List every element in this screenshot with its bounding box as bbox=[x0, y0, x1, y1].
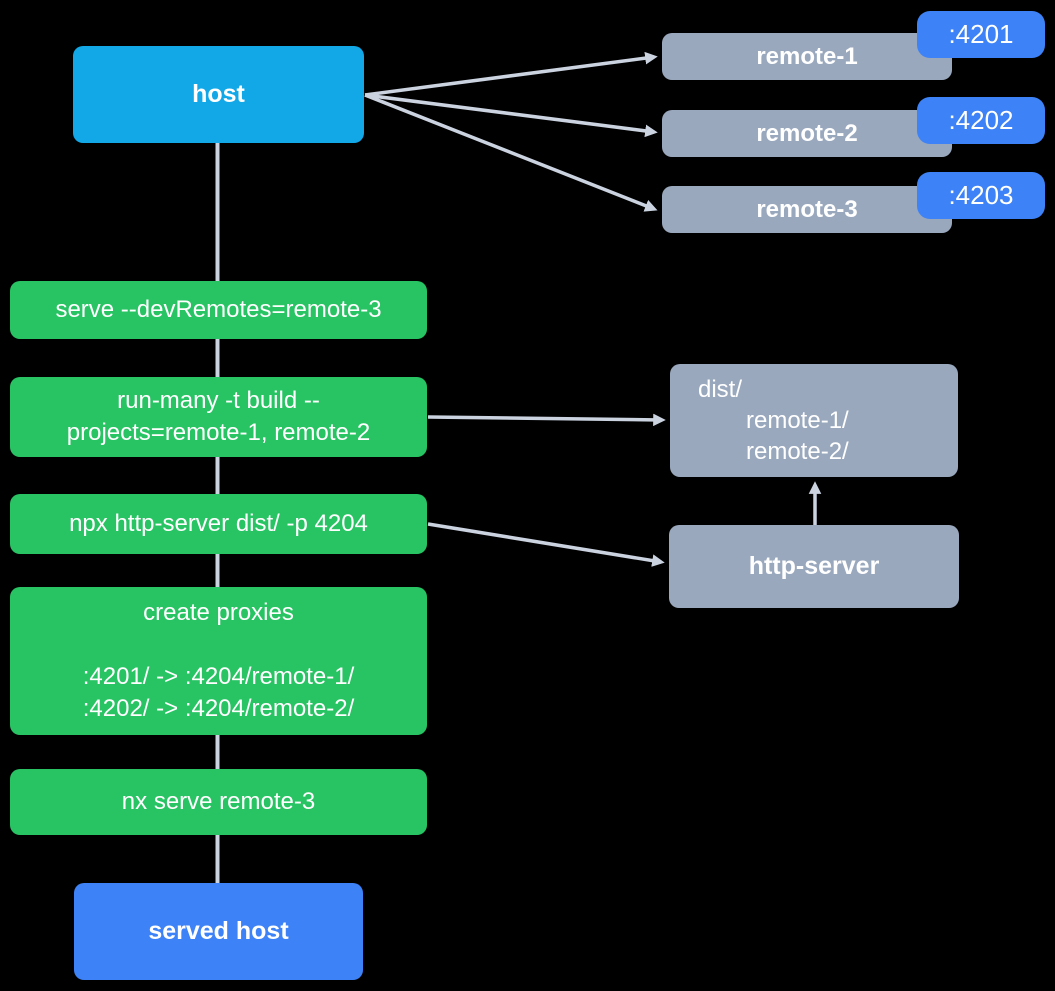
step-create-proxies: create proxies :4201/ -> :4204/remote-1/… bbox=[10, 587, 427, 735]
step-run-many-build-line-1: run-many -t build -- bbox=[117, 387, 320, 414]
port-badge-4202: :4202 bbox=[917, 97, 1045, 144]
port-badge-4202-label: :4202 bbox=[948, 105, 1014, 135]
arrow-host-to-remote-2 bbox=[364, 93, 658, 138]
port-badge-4203: :4203 bbox=[917, 172, 1045, 219]
step-serve-dev-remotes: serve --devRemotes=remote-3 bbox=[10, 281, 427, 339]
remote-3-label: remote-3 bbox=[756, 195, 858, 223]
http-server-node: http-server bbox=[669, 525, 959, 608]
step-nx-serve-remote-3: nx serve remote-3 bbox=[10, 769, 427, 835]
dist-folder-title: dist/ bbox=[698, 376, 743, 403]
remote-2-label: remote-2 bbox=[756, 119, 858, 147]
remote-1-node: remote-1 bbox=[662, 33, 952, 80]
step-run-many-build-line-2: projects=remote-1, remote-2 bbox=[66, 419, 371, 446]
step-npx-http-server-text: npx http-server dist/ -p 4204 bbox=[69, 510, 368, 537]
remote-3-node: remote-3 bbox=[662, 186, 952, 233]
dist-folder-node: dist/ remote-1/ remote-2/ bbox=[670, 364, 958, 477]
step-run-many-build: run-many -t build -- projects=remote-1, … bbox=[10, 377, 427, 457]
step-npx-http-server: npx http-server dist/ -p 4204 bbox=[10, 494, 427, 554]
port-badge-4201: :4201 bbox=[917, 11, 1045, 58]
step-nx-serve-remote-3-text: nx serve remote-3 bbox=[121, 788, 316, 815]
port-badge-4203-label: :4203 bbox=[948, 180, 1014, 210]
dist-folder-entry-remote-2: remote-2/ bbox=[746, 438, 849, 465]
step-create-proxies-map-2: :4202/ -> :4204/remote-2/ bbox=[82, 695, 355, 722]
step-create-proxies-spacer bbox=[10, 629, 427, 661]
port-badge-4201-label: :4201 bbox=[948, 19, 1014, 49]
step-serve-dev-remotes-text: serve --devRemotes=remote-3 bbox=[55, 296, 382, 323]
arrow-host-to-remote-1 bbox=[364, 51, 658, 97]
step-create-proxies-title: create proxies bbox=[143, 599, 294, 626]
remote-1-label: remote-1 bbox=[756, 42, 858, 70]
step-create-proxies-map-1: :4201/ -> :4204/remote-1/ bbox=[82, 663, 355, 690]
served-host-label: served host bbox=[148, 917, 289, 945]
dist-folder-entry-remote-1: remote-1/ bbox=[746, 407, 849, 434]
host-node: host bbox=[73, 46, 364, 143]
http-server-label: http-server bbox=[748, 552, 880, 580]
arrow-build-to-dist bbox=[427, 413, 666, 427]
arrow-npx-to-http-server bbox=[427, 522, 665, 567]
remote-2-node: remote-2 bbox=[662, 110, 952, 157]
arrow-host-to-remote-3 bbox=[364, 93, 658, 212]
served-host-node: served host bbox=[74, 883, 363, 980]
host-label: host bbox=[192, 80, 245, 108]
